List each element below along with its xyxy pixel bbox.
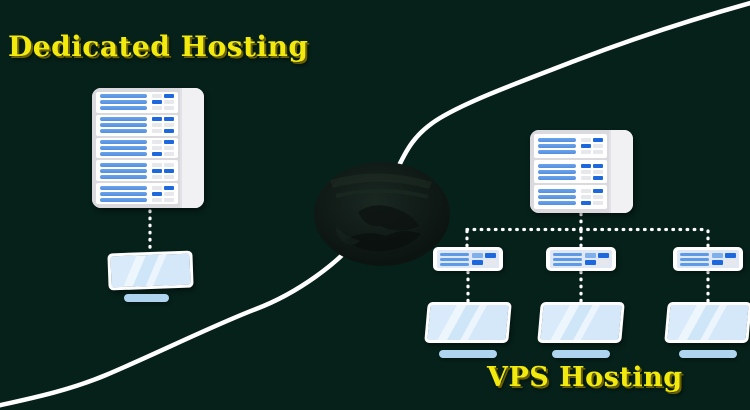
server-side-panel	[609, 130, 633, 213]
server-unit	[534, 134, 607, 158]
vps-client-monitor-base-2	[552, 350, 610, 358]
virtual-server-icon-3	[673, 247, 743, 271]
globe-icon	[314, 162, 450, 266]
server-unit	[96, 183, 178, 204]
server-chips	[712, 253, 736, 265]
server-bars	[100, 185, 147, 202]
server-chips	[472, 253, 496, 265]
server-unit	[534, 159, 607, 184]
vps-hosting-title: VPS Hosting	[487, 362, 683, 393]
vps-client-monitor-icon-3	[664, 302, 750, 343]
vps-server-units	[530, 130, 609, 213]
server-chips	[152, 185, 174, 202]
server-bars	[440, 252, 469, 266]
dedicated-client-monitor-icon	[107, 250, 194, 291]
virtual-server-panel	[550, 250, 612, 268]
dedicated-client-monitor-base	[124, 294, 169, 302]
server-chips	[152, 117, 174, 134]
server-chips	[585, 253, 609, 265]
virtual-server-icon-2	[546, 247, 616, 271]
server-bars	[553, 252, 582, 266]
vps-client-monitor-icon-1	[424, 302, 512, 343]
vps-client-monitor-base-3	[679, 350, 737, 358]
server-bars	[538, 137, 576, 154]
server-bars	[100, 162, 147, 179]
server-bars	[538, 163, 576, 180]
server-chips	[152, 94, 174, 111]
dedicated-hosting-title: Dedicated Hosting	[8, 30, 309, 63]
server-unit	[96, 137, 178, 159]
virtual-server-icon-1	[433, 247, 503, 271]
server-chips	[581, 189, 603, 206]
virtual-server-panel	[437, 250, 499, 268]
virtual-server-panel	[677, 250, 739, 268]
server-bars	[680, 252, 709, 266]
server-bars	[100, 139, 147, 156]
vps-client-monitor-base-1	[439, 350, 497, 358]
connector-lines	[148, 209, 710, 303]
server-bars	[100, 94, 147, 111]
dedicated-server-units	[92, 88, 180, 208]
server-unit	[96, 160, 178, 182]
server-bars	[100, 117, 147, 134]
dedicated-server-icon	[92, 88, 204, 208]
server-chips	[152, 139, 174, 156]
server-chips	[581, 163, 603, 180]
vps-server-icon	[530, 130, 633, 213]
server-side-panel	[180, 88, 204, 208]
server-unit	[96, 114, 178, 136]
server-chips	[152, 162, 174, 179]
vps-client-monitor-icon-2	[537, 302, 625, 343]
server-bars	[538, 189, 576, 206]
server-unit	[534, 185, 607, 210]
server-unit	[96, 92, 178, 113]
server-chips	[581, 137, 603, 154]
